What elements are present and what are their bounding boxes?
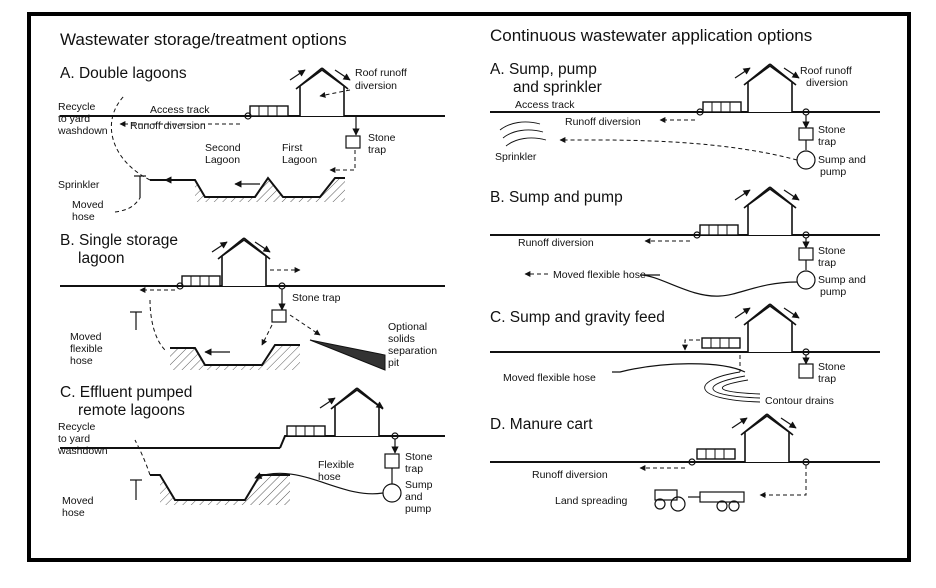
left-a-runoff-diversion: Runoff diversion (130, 120, 206, 132)
right-d-land: Land spreading (555, 495, 628, 507)
right-b-runoff-diversion: Runoff diversion (518, 237, 594, 249)
left-c-moved-2: hose (62, 507, 85, 519)
left-c-stone-1: Stone (405, 451, 433, 463)
left-a-recycle-2: to yard (58, 113, 90, 125)
right-b-moved: Moved flexible hose (553, 269, 646, 281)
left-a-sprinkler: Sprinkler (58, 179, 100, 191)
left-a-moved-2: hose (72, 211, 95, 223)
left-c-heading-1: C. Effluent pumped (60, 384, 192, 401)
right-d-runoff-diversion: Runoff diversion (532, 469, 608, 481)
left-title: Wastewater storage/treatment options (60, 30, 347, 49)
right-section-a: A. Sump, pump and sprinkler Roof runoff … (490, 61, 880, 178)
left-c-recycle-3: washdown (57, 445, 108, 457)
left-a-diversion: diversion (355, 80, 397, 92)
right-a-stone-1: Stone (818, 124, 846, 136)
left-a-first-1: First (282, 142, 302, 154)
left-section-a: A. Double lagoons Roof runoff diversion … (57, 65, 445, 223)
left-section-b: B. Single storage lagoon Stone trap Opti… (60, 232, 445, 371)
left-b-optional-3: separation (388, 345, 437, 357)
right-b-stone-1: Stone (818, 245, 846, 257)
left-c-recycle-2: to yard (58, 433, 90, 445)
left-a-access-track: Access track (150, 104, 210, 116)
right-c-stone-1: Stone (818, 361, 846, 373)
left-b-optional-4: pit (388, 357, 399, 369)
right-c-contour: Contour drains (765, 395, 834, 407)
left-c-flexible-2: hose (318, 471, 341, 483)
right-b-heading: B. Sump and pump (490, 189, 623, 206)
right-a-diversion: diversion (806, 77, 848, 89)
tractor-icon (654, 489, 686, 512)
left-b-optional-2: solids (388, 333, 415, 345)
right-section-b: B. Sump and pump Runoff diversion Stone … (490, 186, 880, 298)
right-a-roof-runoff: Roof runoff (800, 65, 852, 77)
left-b-heading-2: lagoon (78, 250, 125, 267)
left-a-stone-1: Stone (368, 132, 396, 144)
right-b-sump-1: Sump and (818, 274, 866, 286)
left-a-roof-runoff: Roof runoff (355, 67, 407, 79)
right-a-stone-2: trap (818, 136, 836, 148)
left-c-heading-2: remote lagoons (78, 402, 185, 419)
left-a-second-1: Second (205, 142, 241, 154)
outer-border (27, 12, 911, 562)
right-a-sprinkler: Sprinkler (495, 151, 537, 163)
left-b-optional-1: Optional (388, 321, 427, 333)
right-a-runoff-diversion: Runoff diversion (565, 116, 641, 128)
left-c-sump-2: and (405, 491, 423, 503)
right-a-sump-1: Sump and (818, 154, 866, 166)
left-c-recycle-1: Recycle (58, 421, 96, 433)
left-b-stone-trap: Stone trap (292, 292, 341, 304)
left-c-sump-3: pump (405, 503, 431, 515)
left-a-second-2: Lagoon (205, 154, 240, 166)
left-section-c: C. Effluent pumped remote lagoons Stone … (57, 384, 445, 519)
right-title: Continuous wastewater application option… (490, 26, 812, 45)
right-c-moved: Moved flexible hose (503, 372, 596, 384)
right-d-heading: D. Manure cart (490, 416, 593, 433)
left-b-moved-3: hose (70, 355, 93, 367)
manure-cart-icon (688, 491, 745, 512)
right-c-heading: C. Sump and gravity feed (490, 309, 665, 326)
right-a-heading-1: A. Sump, pump (490, 61, 597, 78)
left-a-moved-1: Moved (72, 199, 104, 211)
left-c-flexible-1: Flexible (318, 459, 354, 471)
left-a-recycle-3: washdown (57, 125, 108, 137)
left-a-recycle-1: Recycle (58, 101, 96, 113)
left-b-moved-2: flexible (70, 343, 103, 355)
left-a-stone-2: trap (368, 144, 386, 156)
left-b-heading-1: B. Single storage (60, 232, 178, 249)
right-a-heading-2: and sprinkler (513, 79, 602, 96)
left-c-sump-1: Sump (405, 479, 433, 491)
left-c-stone-2: trap (405, 463, 423, 475)
left-a-heading: A. Double lagoons (60, 65, 187, 82)
right-c-stone-2: trap (818, 373, 836, 385)
right-b-stone-2: trap (818, 257, 836, 269)
left-a-first-2: Lagoon (282, 154, 317, 166)
right-a-access-track: Access track (515, 99, 575, 111)
right-section-d: D. Manure cart Runoff diversion Land spr… (490, 413, 880, 512)
left-c-moved-1: Moved (62, 495, 94, 507)
right-section-c: C. Sump and gravity feed Stone trap Move… (490, 303, 880, 407)
left-b-moved-1: Moved (70, 331, 102, 343)
right-a-sump-2: pump (820, 166, 846, 178)
right-b-sump-2: pump (820, 286, 846, 298)
